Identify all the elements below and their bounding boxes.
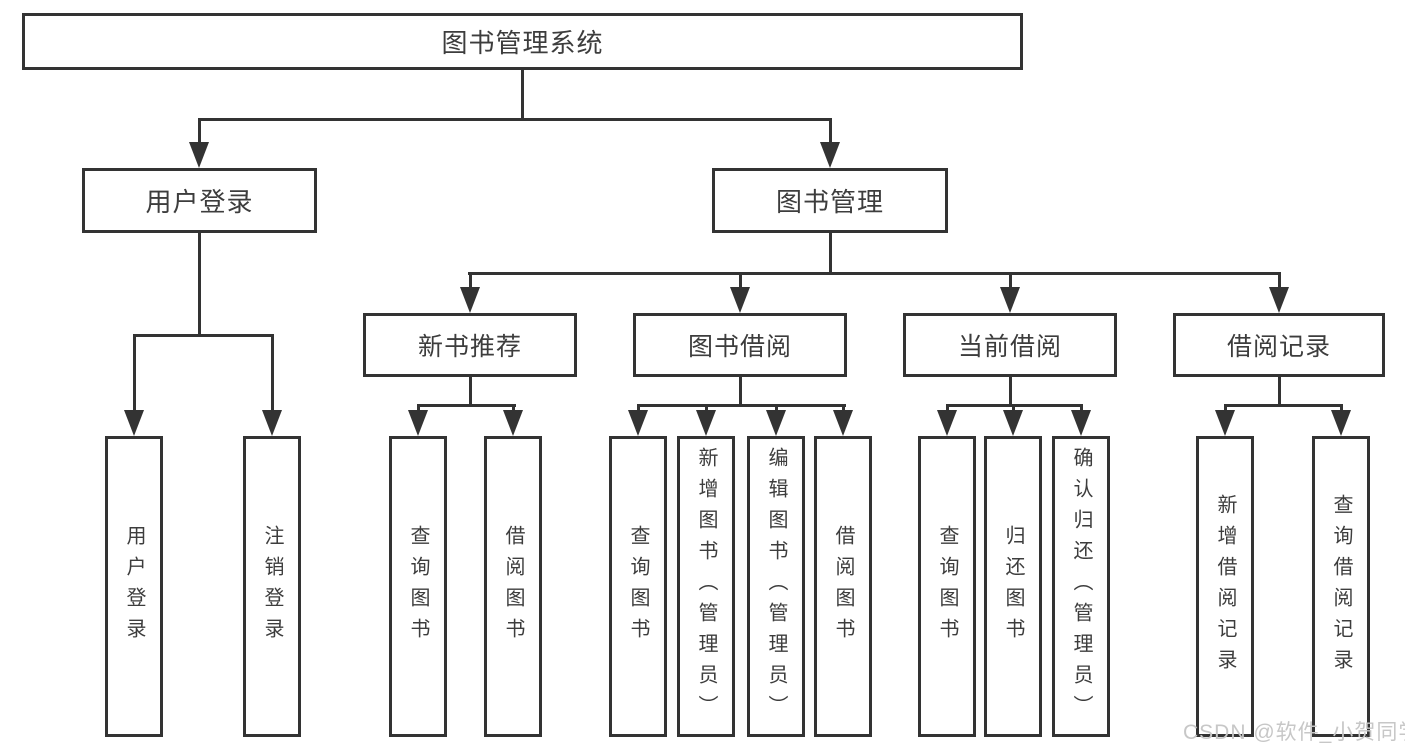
arrow-down-icon [460,287,480,313]
node-book-borrow-label: 图书借阅 [687,333,792,361]
arrow-down-icon [937,410,957,436]
leaf-add-books-admin-label: 新增图书（管理员） [695,447,717,726]
leaf-newrec-borrow-books-label: 借阅图书 [502,524,524,649]
node-borrow-records: 借阅记录 [1173,313,1385,377]
connector-records-stub [1278,375,1281,406]
leaf-newrec-query-books: 查询图书 [389,436,447,737]
leaf-add-borrow-record-label: 新增借阅记录 [1214,493,1236,680]
leaf-current-query-books-label: 查询图书 [936,524,958,649]
node-library-system: 图书管理系统 [22,13,1023,70]
arrow-down-icon [1269,287,1289,313]
node-user-login-label: 用户登录 [145,187,254,217]
leaf-borrow-borrow-books-label: 借阅图书 [832,524,854,649]
connector-root-stub [521,70,524,120]
connector-user-login-stub [198,233,201,337]
leaf-user-login: 用户登录 [105,436,163,737]
connector-drop-leaf-logout [271,334,274,414]
node-current-borrow-label: 当前借阅 [957,333,1062,361]
arrow-down-icon [1071,410,1091,436]
arrow-down-icon [628,410,648,436]
leaf-current-query-books: 查询图书 [918,436,976,737]
leaf-confirm-return-admin-label: 确认归还（管理员） [1070,447,1092,726]
leaf-newrec-borrow-books: 借阅图书 [484,436,542,737]
arrow-down-icon [189,142,209,168]
connector-drop-new-book [469,272,472,292]
connector-user-login-rail [133,334,274,337]
node-new-book-recommend-label: 新书推荐 [417,333,522,361]
arrow-down-icon [262,410,282,436]
node-user-login: 用户登录 [82,168,317,233]
arrow-down-icon [766,410,786,436]
leaf-borrow-query-books: 查询图书 [609,436,667,737]
connector-borrow-rail [637,404,846,407]
leaf-borrow-borrow-books: 借阅图书 [814,436,872,737]
arrow-down-icon [833,410,853,436]
node-library-system-label: 图书管理系统 [441,28,604,58]
leaf-newrec-query-books-label: 查询图书 [407,524,429,649]
leaf-edit-books-admin: 编辑图书（管理员） [747,436,805,737]
leaf-logout: 注销登录 [243,436,301,737]
connector-drop-book-borrow [739,272,742,292]
arrow-down-icon [1003,410,1023,436]
arrow-down-icon [124,410,144,436]
arrow-down-icon [696,410,716,436]
arrow-down-icon [503,410,523,436]
arrow-down-icon [820,142,840,168]
connector-current-stub [1009,375,1012,406]
node-book-borrow: 图书借阅 [633,313,847,377]
connector-root-rail [198,118,832,121]
leaf-edit-books-admin-label: 编辑图书（管理员） [765,447,787,726]
connector-drop-book-mgmt [829,118,832,148]
leaf-return-books-label: 归还图书 [1002,524,1024,649]
connector-drop-current-borrow [1009,272,1012,292]
arrow-down-icon [408,410,428,436]
connector-drop-leaf-login [133,334,136,414]
node-book-management-label: 图书管理 [775,187,884,217]
arrow-down-icon [1000,287,1020,313]
connector-book-mgmt-stub [829,233,832,275]
csdn-watermark: CSDN @软件_小贺同学 [1183,721,1405,744]
connector-newrec-stub [469,375,472,406]
connector-borrow-stub [739,375,742,406]
arrow-down-icon [1215,410,1235,436]
node-new-book-recommend: 新书推荐 [363,313,577,377]
leaf-borrow-query-books-label: 查询图书 [627,524,649,649]
connector-newrec-rail [417,404,516,407]
connector-drop-user-login [198,118,201,148]
leaf-add-books-admin: 新增图书（管理员） [677,436,735,737]
leaf-query-borrow-record: 查询借阅记录 [1312,436,1370,737]
connector-drop-borrow-records [1278,272,1281,292]
leaf-query-borrow-record-label: 查询借阅记录 [1330,493,1352,680]
leaf-confirm-return-admin: 确认归还（管理员） [1052,436,1110,737]
node-book-management: 图书管理 [712,168,948,233]
leaf-add-borrow-record: 新增借阅记录 [1196,436,1254,737]
connector-book-mgmt-rail [468,272,1281,275]
node-borrow-records-label: 借阅记录 [1226,333,1331,361]
node-current-borrow: 当前借阅 [903,313,1117,377]
connector-records-rail [1224,404,1343,407]
leaf-user-login-label: 用户登录 [123,524,145,649]
arrow-down-icon [1331,410,1351,436]
arrow-down-icon [730,287,750,313]
leaf-logout-label: 注销登录 [261,524,283,649]
leaf-return-books: 归还图书 [984,436,1042,737]
